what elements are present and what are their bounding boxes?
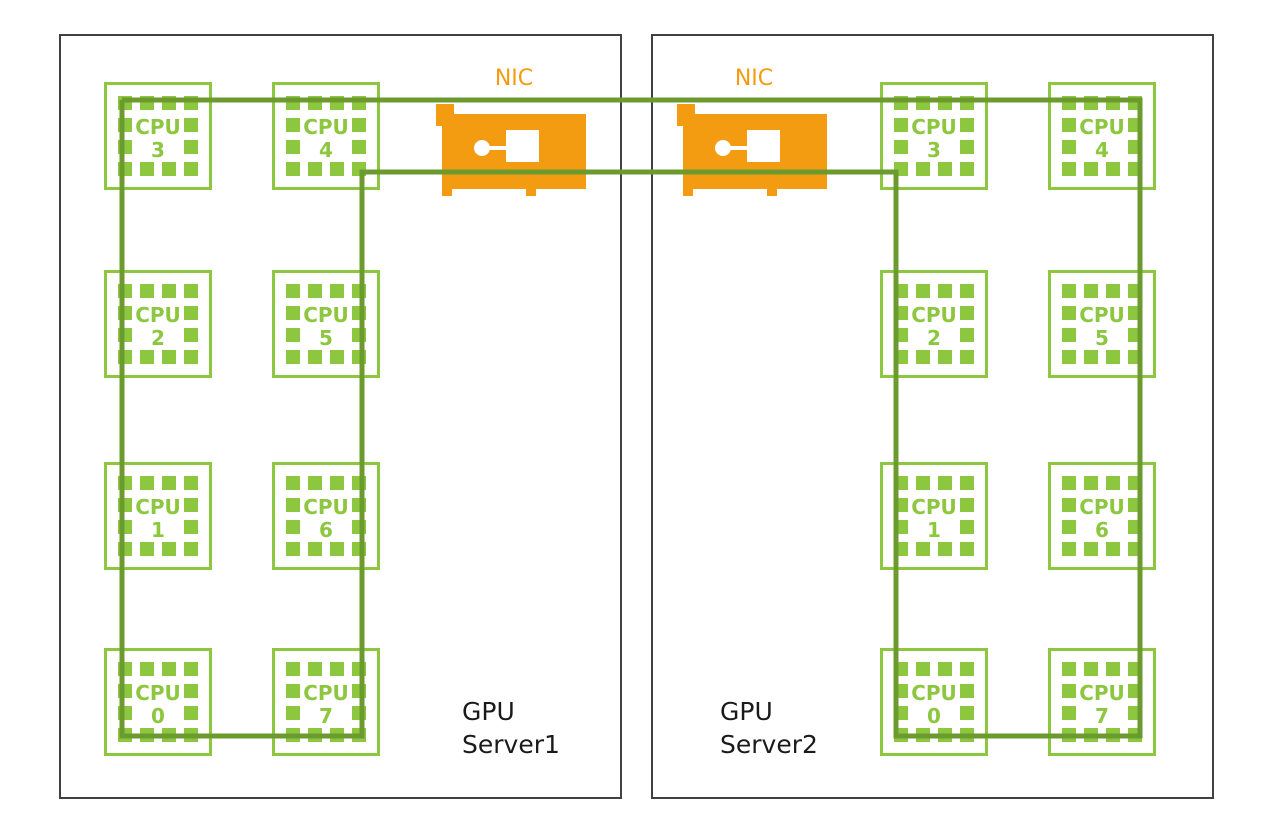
chip-number: 7 — [1095, 704, 1109, 728]
server2-nic-label: NIC — [735, 66, 773, 91]
chip-label: CPU — [303, 681, 349, 705]
chip-label: CPU — [1079, 303, 1125, 327]
chip-label: CPU — [303, 115, 349, 139]
chip-label: CPU — [303, 303, 349, 327]
server2-label-line2: Server2 — [720, 730, 818, 759]
server1-nic-card-icon — [436, 104, 586, 202]
chip-number: 1 — [151, 518, 165, 542]
chip-number: 5 — [1095, 326, 1109, 350]
chip-number: 2 — [151, 326, 165, 350]
chip-label: CPU — [135, 681, 181, 705]
server1-nic-label: NIC — [495, 66, 533, 91]
chip-label: CPU — [1079, 495, 1125, 519]
chip-number: 4 — [319, 138, 333, 162]
server1-label-line1: GPU — [462, 697, 515, 726]
chip-label: CPU — [135, 495, 181, 519]
chip-label: CPU — [911, 303, 957, 327]
chip-label: CPU — [911, 495, 957, 519]
outer-ring-line — [119, 97, 1143, 739]
chip-label: CPU — [303, 495, 349, 519]
server2-nic-card-icon — [677, 104, 827, 202]
chip-number: 3 — [151, 138, 165, 162]
chip-number: 4 — [1095, 138, 1109, 162]
chip-number: 6 — [1095, 518, 1109, 542]
chip-number: 2 — [927, 326, 941, 350]
chip-label: CPU — [1079, 115, 1125, 139]
chip-label: CPU — [135, 303, 181, 327]
chip-number: 5 — [319, 326, 333, 350]
server1-label-line2: Server1 — [462, 730, 560, 759]
chip-number: 1 — [927, 518, 941, 542]
server2-label-line1: GPU — [720, 697, 773, 726]
chip-label: CPU — [911, 681, 957, 705]
chip-number: 6 — [319, 518, 333, 542]
chip-label: CPU — [1079, 681, 1125, 705]
chip-label: CPU — [135, 115, 181, 139]
chip-number: 3 — [927, 138, 941, 162]
chip-label: CPU — [911, 115, 957, 139]
chip-number: 0 — [151, 704, 165, 728]
chip-number: 0 — [927, 704, 941, 728]
chip-number: 7 — [319, 704, 333, 728]
